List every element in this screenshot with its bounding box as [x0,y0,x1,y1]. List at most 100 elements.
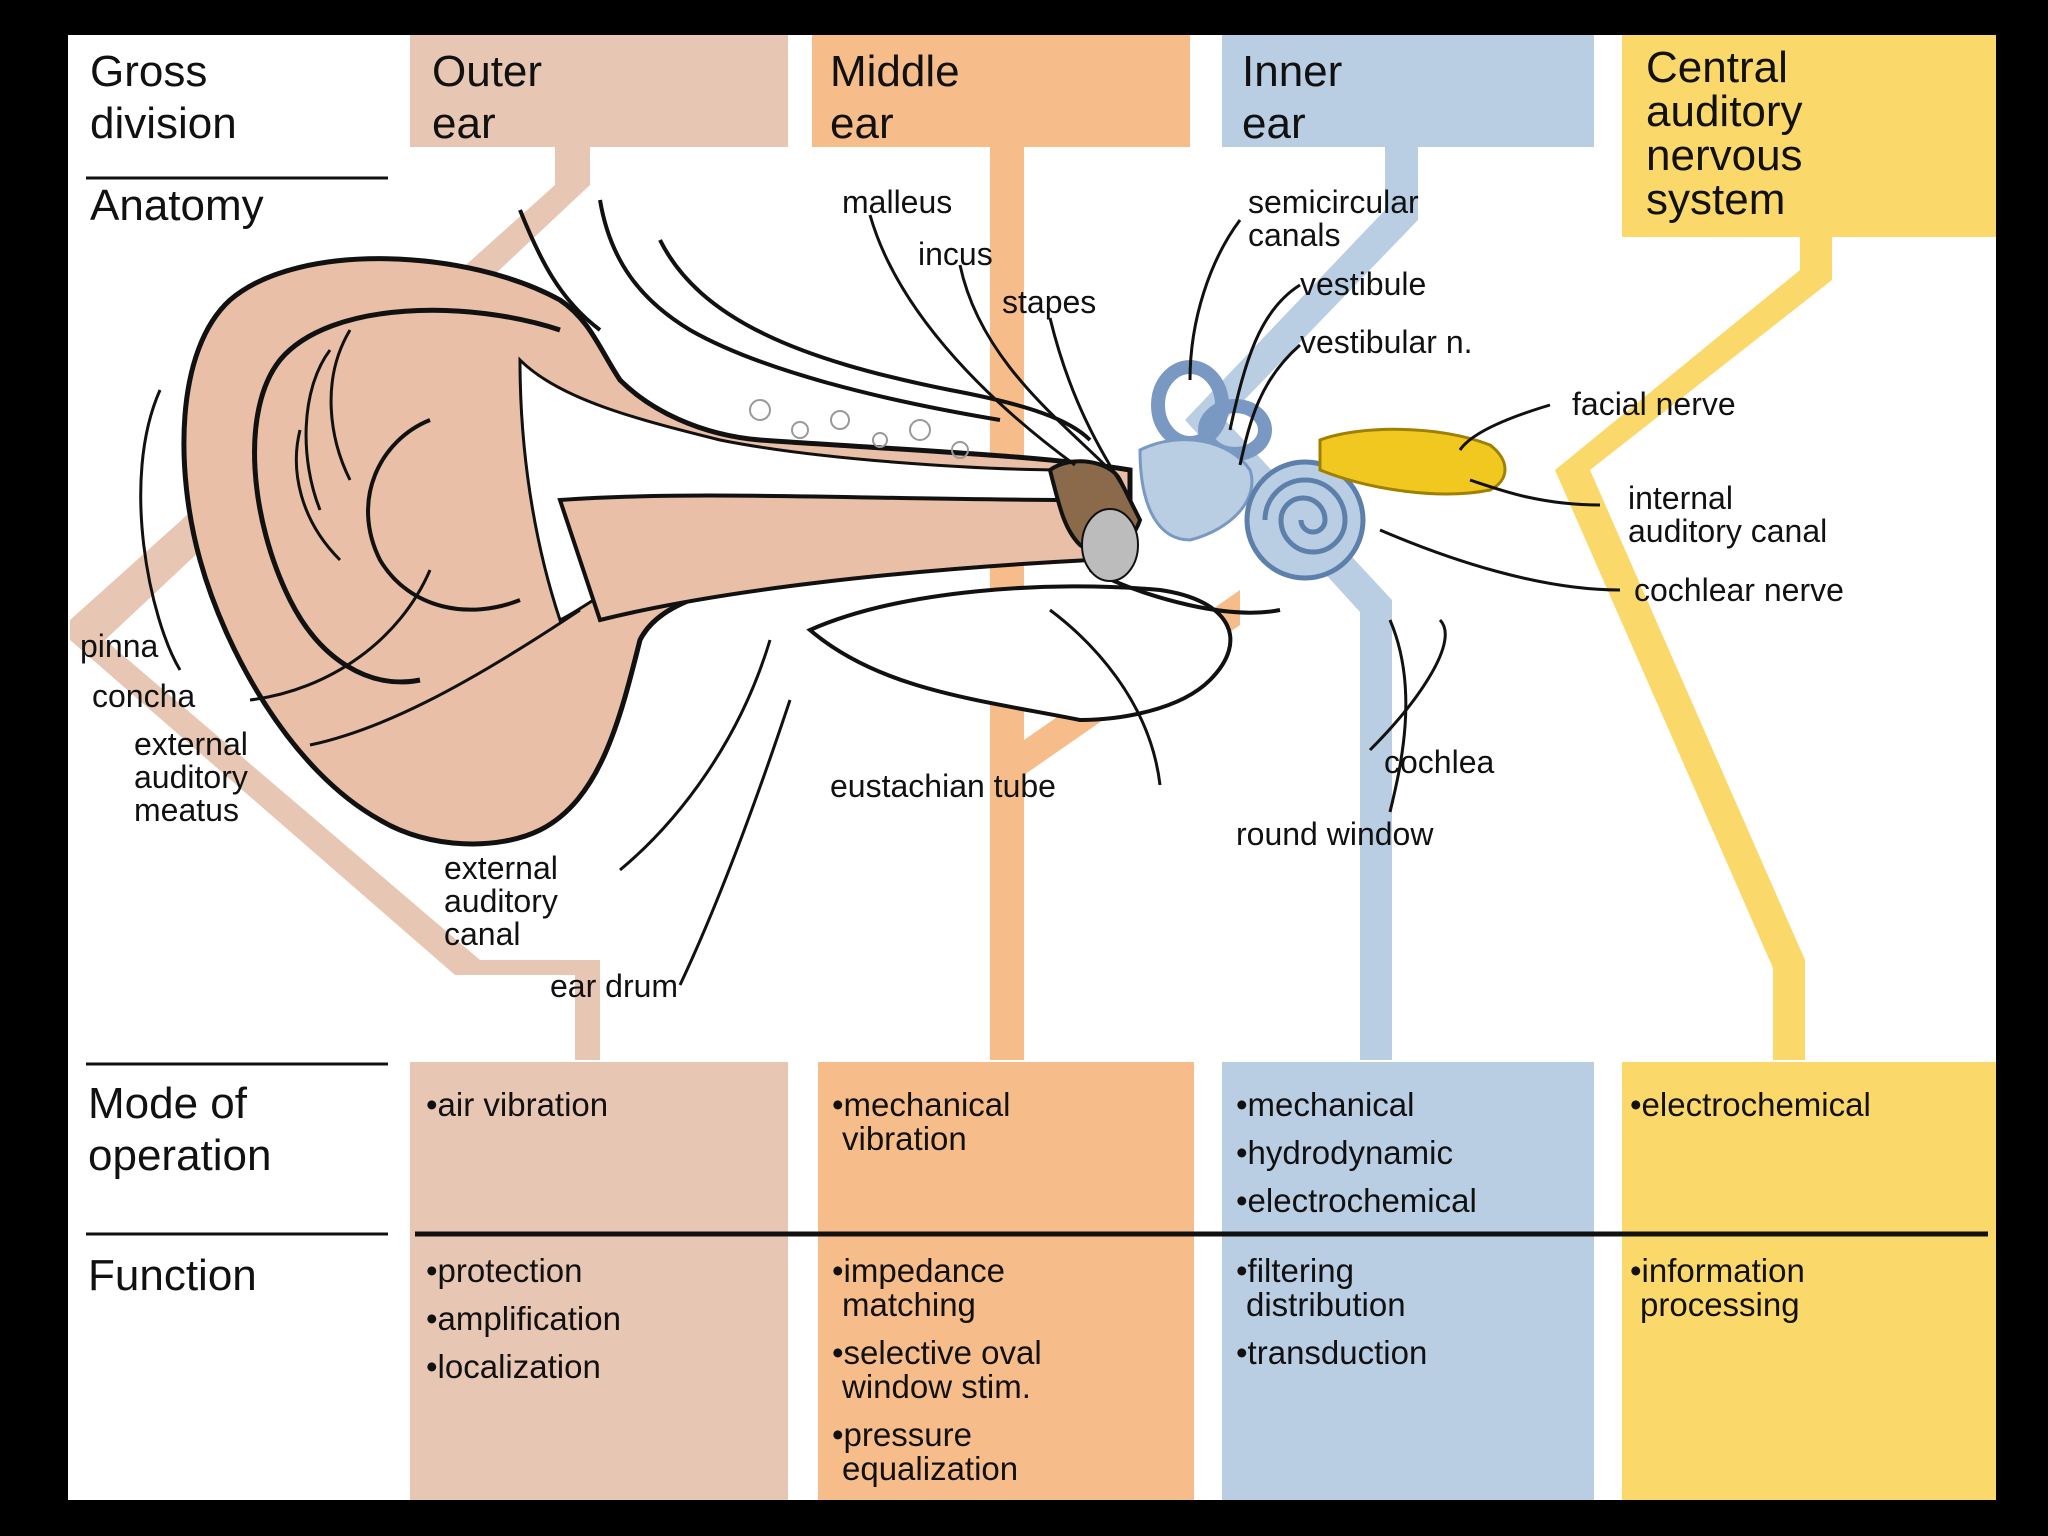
list-item: •air vibration [426,1088,608,1122]
row-label-function: Function [88,1251,257,1300]
label-pinna: pinna [80,628,159,664]
inner-ear-mode: •mechanical •hydrodynamic •electrochemic… [1236,1088,1477,1232]
label-round-window: round window [1236,816,1434,852]
outer-ear-mode: •air vibration [426,1088,608,1136]
label-canal-line3: canal [444,916,521,952]
outer-ear-title-line1: Outer [432,47,543,96]
label-semicircular-line2: canals [1248,217,1341,253]
list-item-text-cont: equalization [842,1450,1019,1487]
cochlea-shape [1244,459,1366,581]
list-item-text-cont: distribution [1246,1286,1406,1323]
outer-ear-header-band [410,35,788,147]
label-canal-line1: external [444,850,558,886]
list-item: •protection [426,1254,621,1288]
list-item-text-cont: window stim. [842,1368,1031,1405]
central-title: Central auditory nervous system [1646,46,1803,222]
label-external-auditory-canal: external auditory canal [444,852,558,951]
list-item-text: •air vibration [426,1086,609,1123]
list-item-text: •impedance [832,1252,1005,1289]
inner-ear-header-band [1222,35,1594,147]
inner-ear-title-line1: Inner [1242,47,1343,96]
list-item: •mechanical [1236,1088,1477,1122]
row-label-mode-line1: Mode of [88,1079,247,1128]
pinna-helix [252,307,561,685]
inner-ear-title: Inner ear [1242,46,1342,150]
list-item: •amplification [426,1302,621,1336]
list-item-text: •localization [426,1348,601,1385]
central-title-line4: system [1646,175,1786,224]
label-malleus: malleus [842,184,953,220]
list-item: •electrochemical [1630,1088,1871,1122]
list-item-text: •mechanical [832,1086,1011,1123]
row-label-gross-line2: division [90,99,237,148]
inner-ear-title-line2: ear [1242,99,1306,148]
pinna-concha-line [294,329,352,562]
lower-bone [806,584,1233,723]
label-concha: concha [92,678,196,714]
list-item-text: •amplification [426,1300,621,1337]
list-item: •transduction [1236,1336,1427,1370]
list-item-text: •mechanical [1236,1086,1415,1123]
list-item-text: •filtering [1236,1252,1354,1289]
label-internal-auditory-canal: internal auditory canal [1628,482,1827,548]
middle-ear-title: Middle ear [830,46,960,150]
label-canal-line2: auditory [444,883,558,919]
list-item-text-cont: vibration [842,1120,967,1157]
label-semicircular-canals: semicircular canals [1248,186,1419,252]
list-item-text: •pressure [832,1416,972,1453]
label-internal-line1: internal [1628,480,1733,516]
vestibule-shape [1138,438,1254,542]
label-meatus-line1: external [134,726,248,762]
label-internal-line2: auditory canal [1628,513,1828,549]
list-item-text-cont: matching [842,1286,976,1323]
label-cochlear-nerve: cochlear nerve [1634,572,1844,608]
ear-drum-shape [1081,508,1139,582]
list-item-text: •selective oval [832,1334,1042,1371]
middle-ear-table-column [818,1062,1194,1500]
central-title-line2: auditory [1646,87,1803,136]
label-facial-nerve: facial nerve [1572,386,1736,422]
inner-ear-table-column [1222,1062,1594,1500]
row-label-mode-line2: operation [88,1131,272,1180]
label-vestibular-n: vestibular n. [1300,324,1473,360]
row-label-anatomy: Anatomy [90,181,264,230]
outer-ear-connector [70,147,600,1060]
central-title-line3: nervous [1646,131,1803,180]
row-label-gross-division: Gross division [90,46,237,150]
list-item-text: •transduction [1236,1334,1428,1371]
pinna-antihelix [366,418,521,612]
list-item: •electrochemical [1236,1184,1477,1218]
label-ear-drum: ear drum [550,968,679,1004]
row-label-gross-line1: Gross [90,47,208,96]
leader-lines [139,214,1621,986]
list-item-text: •electrochemical [1236,1182,1477,1219]
outer-ear-title-line2: ear [432,99,496,148]
middle-ear-title-line2: ear [830,99,894,148]
label-vestibule: vestibule [1300,266,1427,302]
middle-ear-header-band [812,35,1190,147]
outer-ear-function: •protection •amplification •localization [426,1254,621,1398]
list-item: •localization [426,1350,621,1384]
list-item: •hydrodynamic [1236,1136,1477,1170]
list-item-text: •information [1630,1252,1805,1289]
facial-nerve-shape [1318,427,1507,496]
outer-ear-table-column [410,1062,788,1500]
central-table-column [1622,1062,1996,1500]
label-meatus-line3: meatus [134,792,239,828]
central-connector [1555,237,1832,1060]
label-incus: incus [918,236,993,272]
label-meatus-line2: auditory [134,759,248,795]
list-item-text-cont: processing [1640,1286,1800,1323]
central-mode: •electrochemical [1630,1088,1871,1136]
middle-ear-title-line1: Middle [830,47,960,96]
